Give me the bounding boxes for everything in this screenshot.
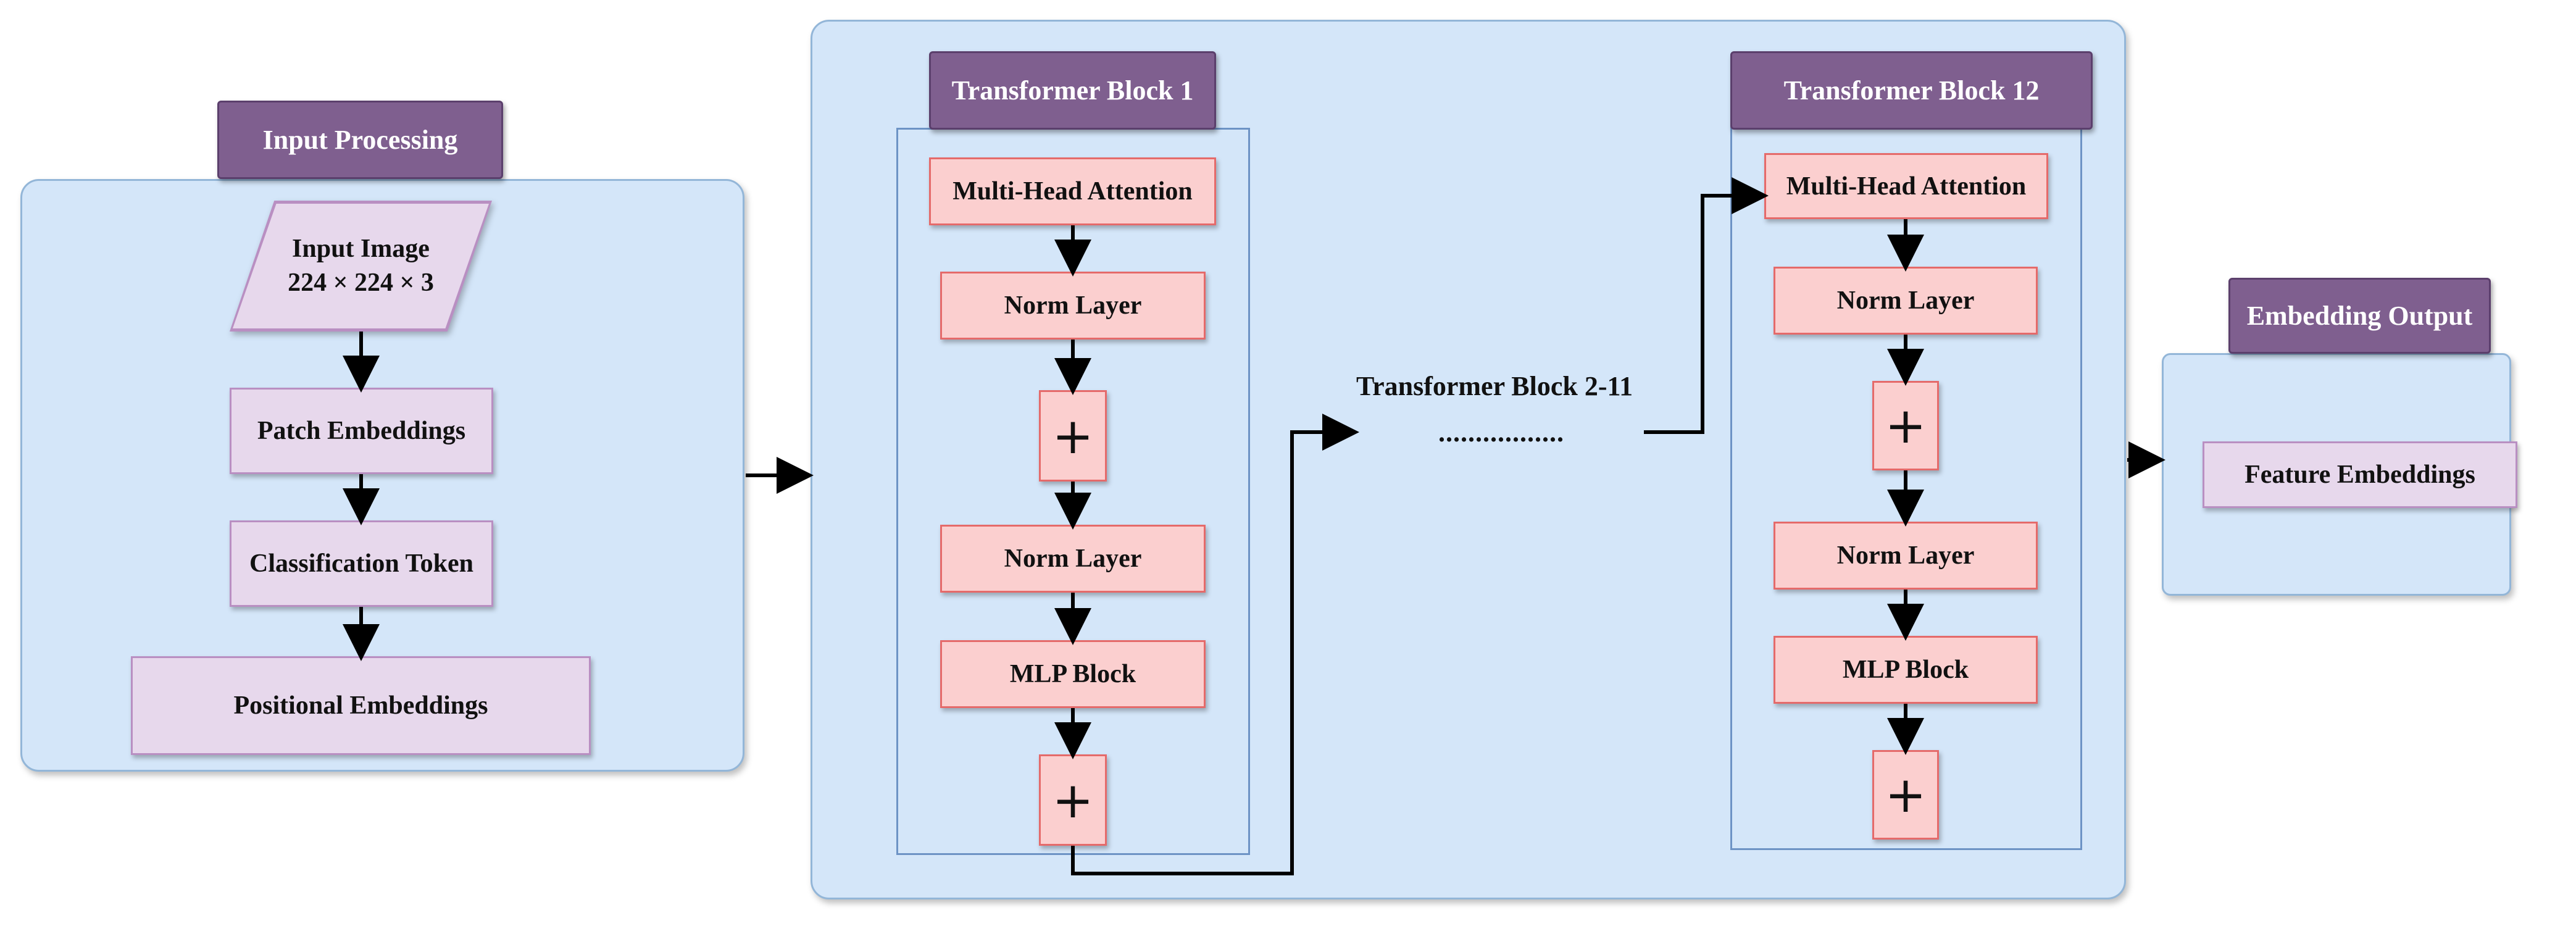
transformer-block-1-header: Transformer Block 1 <box>929 51 1216 130</box>
input-image-size: 224 × 224 × 3 <box>288 269 434 297</box>
transformer-block-12-header: Transformer Block 12 <box>1730 51 2093 130</box>
tb1-norm-layer-2: Norm Layer <box>940 525 1206 593</box>
input-image-node: Input Image 224 × 224 × 3 <box>230 201 492 332</box>
input-processing-header: Input Processing <box>217 101 503 179</box>
feature-embeddings-node: Feature Embeddings <box>2203 441 2517 508</box>
tb1-add-node-2: + <box>1039 754 1107 846</box>
input-image-label: Input Image <box>292 235 430 264</box>
tb12-add-node-1: + <box>1872 381 1939 470</box>
patch-embeddings-node: Patch Embeddings <box>230 388 493 474</box>
tb1-add-node-1: + <box>1039 390 1107 482</box>
transformer-block-2-11-label: Transformer Block 2-11 <box>1356 371 1633 401</box>
tb1-multi-head-attention: Multi-Head Attention <box>929 157 1216 225</box>
tb1-mlp-block: MLP Block <box>940 640 1206 708</box>
ellipsis: ................. <box>1438 417 1564 448</box>
classification-token-node: Classification Token <box>230 520 493 607</box>
arrow-tb1-to-middle <box>1071 414 1359 875</box>
tb12-multi-head-attention: Multi-Head Attention <box>1764 153 2048 219</box>
tb12-mlp-block: MLP Block <box>1774 636 2038 704</box>
embedding-output-header: Embedding Output <box>2228 278 2491 354</box>
arrow-middle-to-tb12 <box>1644 177 1769 434</box>
positional-embeddings-node: Positional Embeddings <box>131 656 591 755</box>
